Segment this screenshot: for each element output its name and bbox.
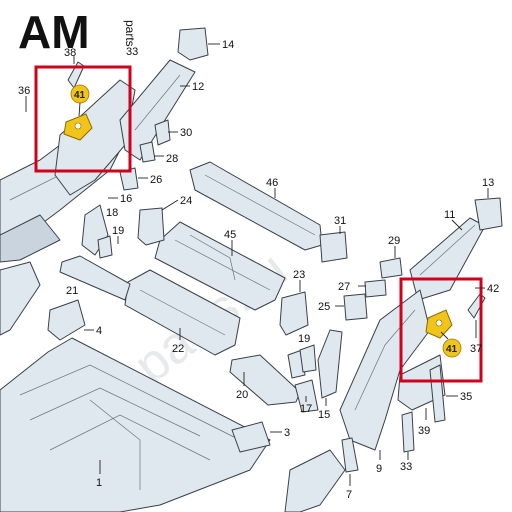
badge-41-right: 41 [440, 331, 462, 358]
part-bottom-rail [284, 449, 346, 512]
callout-21: 21 [66, 285, 78, 297]
part-17 [294, 379, 319, 413]
callout-46: 46 [266, 177, 278, 189]
callout-15: 15 [318, 409, 330, 421]
highlight-box-left [34, 65, 132, 173]
callout-26: 26 [150, 174, 162, 186]
part-crossmember-46 [189, 161, 323, 251]
part-33 [401, 411, 415, 453]
callout-18: 18 [106, 207, 118, 219]
part-bracket-30 [154, 119, 171, 146]
callout-4: 4 [96, 325, 102, 337]
badge-41-right-text: 41 [446, 344, 458, 355]
badge-41-left-text: 41 [74, 90, 86, 101]
callout-30: 30 [180, 127, 192, 139]
part-19-left [97, 235, 113, 259]
brand-logo: AM parts [18, 6, 137, 58]
callout-45: 45 [224, 229, 236, 241]
part-15 [317, 329, 343, 399]
callout-39: 39 [418, 425, 430, 437]
callout-7: 7 [346, 489, 352, 501]
part-19-right [287, 344, 317, 379]
logo-sub: parts [123, 20, 137, 47]
part-24 [137, 207, 165, 246]
part-23 [279, 291, 309, 336]
part-bracket-28 [139, 141, 156, 163]
callout-33-top: 33 [126, 46, 138, 58]
part-crossmember-22 [124, 269, 241, 356]
callout-20: 20 [236, 389, 248, 401]
callout-29: 29 [388, 235, 400, 247]
callout-31: 31 [334, 215, 346, 227]
callout-3: 3 [284, 427, 290, 439]
callout-23: 23 [293, 269, 305, 281]
logo-letters: AM [18, 6, 90, 58]
callout-11: 11 [444, 209, 455, 221]
part-29 [379, 257, 403, 279]
callout-22: 22 [172, 343, 184, 355]
part-7 [341, 437, 359, 473]
part-crossmember-45 [154, 221, 286, 311]
part-35 [429, 364, 446, 423]
part-21 [59, 255, 131, 301]
callout-9: 9 [376, 463, 382, 475]
part-left-sill [0, 261, 41, 336]
part-20 [229, 354, 301, 406]
callout-17: 17 [300, 403, 312, 415]
part-rail-12 [119, 59, 196, 161]
callout-24: 24 [180, 195, 192, 207]
callout-25: 25 [318, 301, 330, 313]
part-floor-pan [0, 337, 271, 512]
callout-38: 38 [64, 47, 76, 59]
part-inner-rail-left [54, 79, 136, 196]
callout-42: 42 [487, 283, 499, 295]
callout-1: 1 [96, 477, 102, 489]
callout-13: 13 [482, 177, 494, 189]
callout-27: 27 [338, 281, 350, 293]
part-25 [343, 293, 368, 321]
callout-37: 37 [470, 343, 482, 355]
part-31 [319, 231, 348, 263]
badge-41-left: 41 [70, 84, 90, 117]
part-4 [47, 299, 86, 341]
callout-28: 28 [166, 153, 178, 165]
callout-16: 16 [120, 193, 132, 205]
part-bracket-14 [177, 27, 209, 61]
part-41-left[interactable] [63, 113, 93, 141]
highlight-box-right [399, 277, 483, 383]
callout-12: 12 [192, 81, 204, 93]
callout-36: 36 [18, 85, 30, 97]
callout-33: 33 [400, 461, 412, 473]
part-27 [364, 279, 387, 298]
part-bracket-13 [474, 197, 503, 231]
callout-19-right: 19 [298, 333, 310, 345]
part-41-right[interactable] [425, 309, 453, 339]
callout-14: 14 [222, 39, 234, 51]
callout-19-left: 19 [112, 225, 124, 237]
part-3 [231, 421, 271, 453]
callouts: 38 33 14 12 36 30 28 26 46 16 24 18 19 [18, 39, 499, 501]
callout-35: 35 [460, 391, 472, 403]
part-rail-11 [409, 217, 486, 301]
